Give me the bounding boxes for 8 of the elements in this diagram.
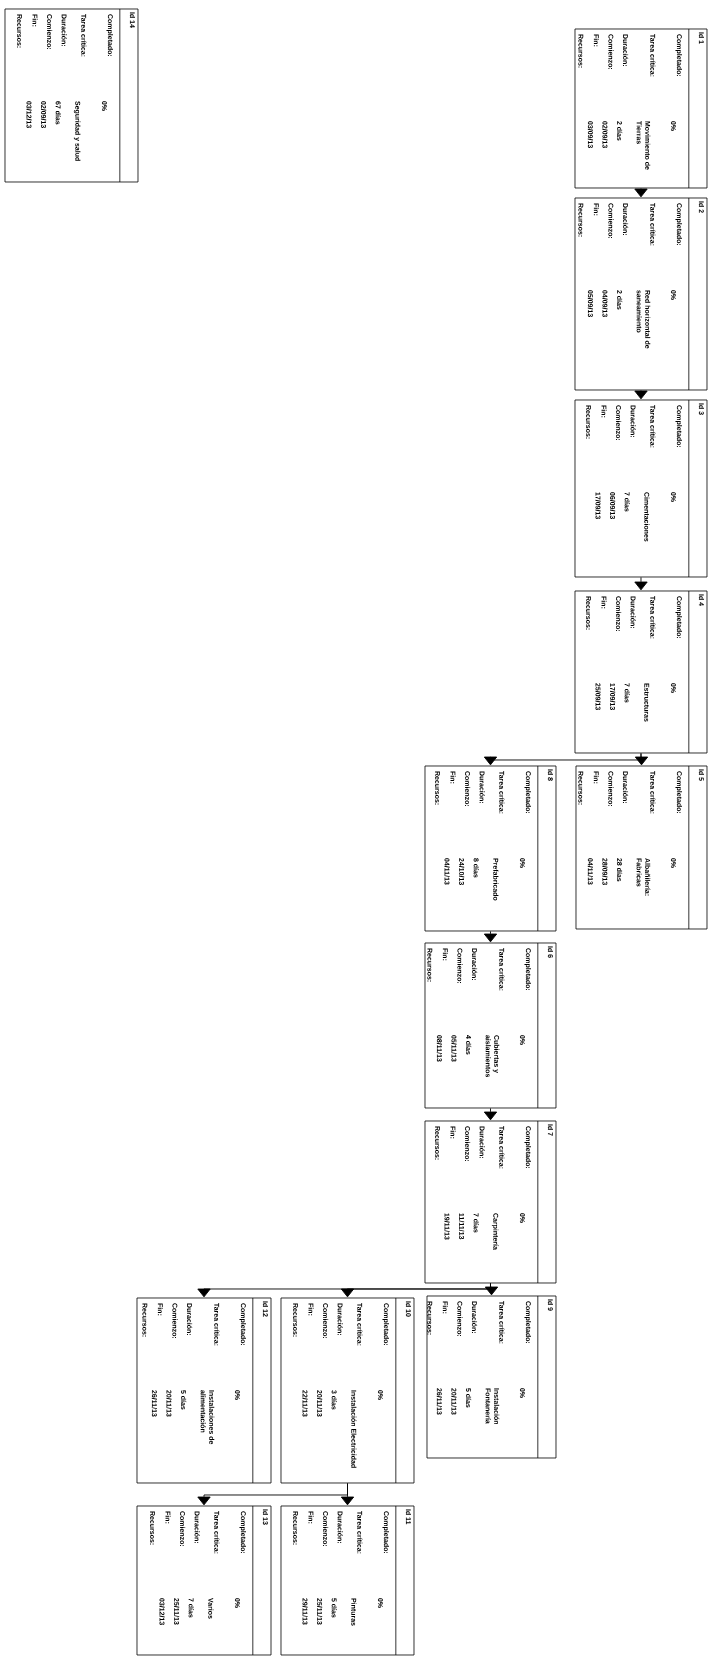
arrow [634,187,648,198]
arrow [483,1107,498,1121]
arrow [483,752,642,766]
arrow [197,1282,491,1298]
arrow [634,389,648,400]
arrow [197,1482,348,1506]
arrow [483,930,498,943]
arrow [634,576,648,591]
